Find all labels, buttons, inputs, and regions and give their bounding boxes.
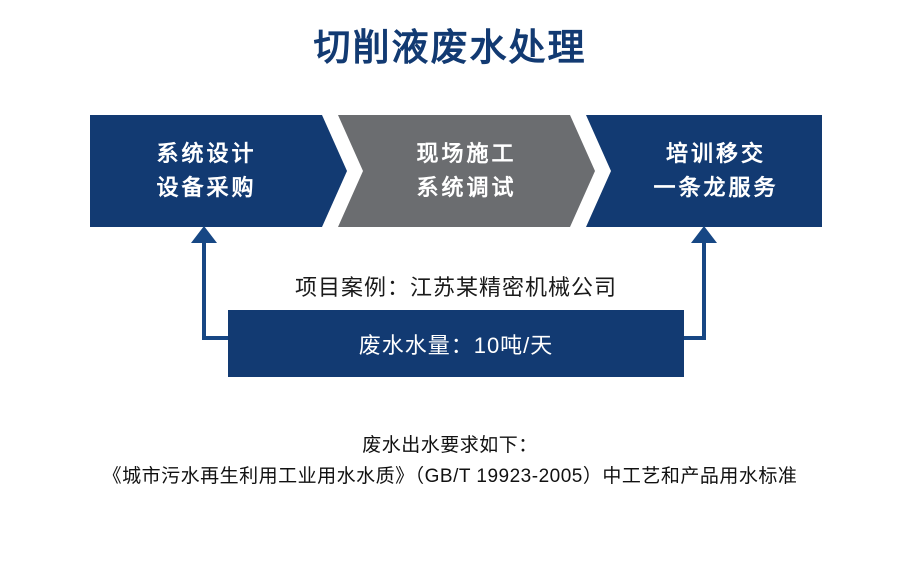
connector-right-vertical xyxy=(702,240,706,340)
arrow-up-icon-left xyxy=(191,226,217,243)
connector-left-vertical xyxy=(202,240,206,340)
connector-left-horizontal xyxy=(202,336,248,340)
arrow-up-icon-right xyxy=(691,226,717,243)
footer-notes: 废水出水要求如下： 《城市污水再生利用工业用水水质》（GB/T 19923-20… xyxy=(0,430,900,493)
case-caption: 项目案例：江苏某精密机械公司 xyxy=(294,275,617,300)
process-step-line1: 现场施工 xyxy=(416,140,517,166)
process-step-design-procurement[interactable]: 系统设计 设备采购 xyxy=(90,115,347,227)
process-step-line1: 培训移交 xyxy=(665,140,766,166)
wastewater-volume-bar: 废水水量：10吨/天 xyxy=(228,310,684,377)
wastewater-volume-label: 废水水量：10吨/天 xyxy=(358,332,554,358)
process-step-construction-commissioning[interactable]: 现场施工 系统调试 xyxy=(338,115,595,227)
footer-line-standard: 《城市污水再生利用工业用水水质》（GB/T 19923-2005）中工艺和产品用… xyxy=(102,466,798,488)
process-step-line2: 设备采购 xyxy=(156,175,257,200)
process-step-line1: 系统设计 xyxy=(156,140,257,166)
process-step-line2: 一条龙服务 xyxy=(653,175,779,200)
process-flow: 系统设计 设备采购 现场施工 系统调试 培训移交 一条龙服务 xyxy=(0,115,900,227)
footer-line-requirement: 废水出水要求如下： xyxy=(362,435,538,456)
process-step-training-handover[interactable]: 培训移交 一条龙服务 xyxy=(586,115,822,227)
process-step-line2: 系统调试 xyxy=(416,175,517,200)
page-title: 切削液废水处理 xyxy=(313,27,587,68)
